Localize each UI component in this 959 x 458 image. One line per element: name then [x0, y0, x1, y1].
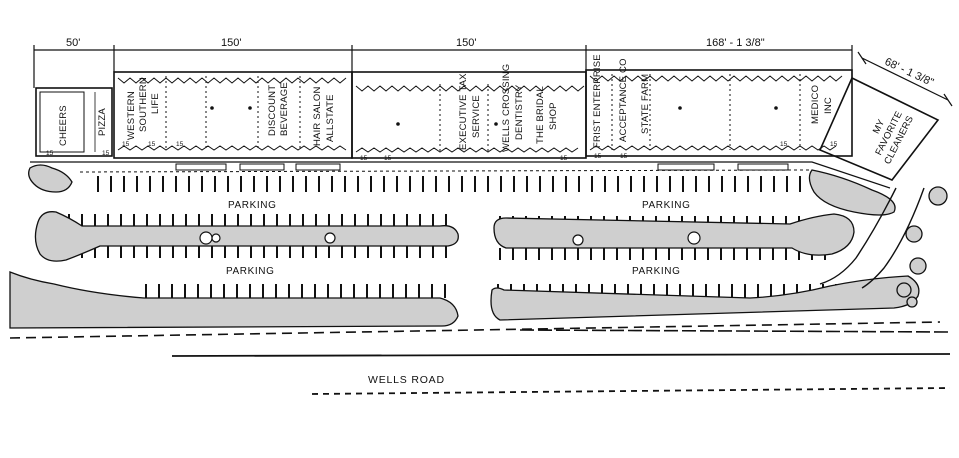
- landscape-west-corner: [28, 164, 73, 193]
- bay-number: 15: [620, 153, 628, 160]
- bay-number: 15: [384, 155, 392, 162]
- bay-number: 15: [560, 155, 568, 162]
- bay-number: 15: [780, 141, 788, 148]
- landscape-front-west: [9, 271, 459, 329]
- tenant-western-southern-life: WESTERN SOUTHERN LIFE: [126, 74, 161, 140]
- tenant-hair-salon-allstate: HAIR SALON ALLSTATE: [312, 84, 336, 146]
- dimension-label: 50': [66, 37, 80, 49]
- tenant-medico-inc: MEDICO INC: [810, 82, 834, 124]
- bay-number: 15: [122, 141, 130, 148]
- bay-number: 15: [148, 141, 156, 148]
- parking-islands: [9, 186, 948, 329]
- tenant-first-enterprise-acceptance: FRIST ENTERPRISE ACCEPTANCE CO: [592, 51, 629, 148]
- bay-number: 15: [830, 141, 838, 148]
- building-block-c: [585, 69, 853, 157]
- tenant-discount-beverage: DISCOUNT BEVERAGE: [267, 82, 290, 136]
- tenant-cheers: CHEERS: [58, 105, 69, 146]
- tenant-the-bridal-shop: THE BRIDAL SHOP: [535, 84, 559, 144]
- parking-label: PARKING: [226, 266, 274, 277]
- bay-number: 15: [102, 150, 110, 157]
- parking-labels: PARKING PARKING PARKING PARKING: [226, 200, 690, 277]
- parking-label: PARKING: [642, 200, 690, 211]
- tenant-pizza: PIZZA: [97, 108, 108, 136]
- sidewalk: [28, 161, 896, 216]
- tenant-state-farm: STATE FARM: [640, 74, 651, 134]
- parking-label: PARKING: [632, 266, 680, 277]
- tenant-executive-tax-service: EXECUTIVE TAX SERVICE: [458, 70, 482, 150]
- landscape-front-east: [490, 275, 920, 321]
- dimension-label: 150': [456, 37, 476, 49]
- bay-number: 15: [360, 155, 368, 162]
- island-west-middle: [34, 211, 459, 262]
- landscape-east-corner: [808, 169, 896, 216]
- bay-numbers: 15 15 15 15 15 15 15 15 15 15 15 15: [46, 141, 838, 162]
- bay-number: 15: [46, 150, 54, 157]
- building-row: [35, 69, 940, 181]
- wells-road: WELLS ROAD: [9, 321, 951, 395]
- dimension-label: 150': [221, 37, 241, 49]
- building-cheers-pizza: [35, 87, 113, 157]
- island-east-middle: [493, 213, 855, 256]
- building-cleaners: [818, 76, 940, 181]
- bay-number: 15: [176, 141, 184, 148]
- road-label: WELLS ROAD: [368, 374, 445, 386]
- dimension-label: 168' - 1 3/8": [706, 37, 765, 49]
- bay-number: 15: [594, 153, 602, 160]
- tenant-labels: CHEERS PIZZA WESTERN SOUTHERN LIFE DISCO…: [58, 51, 917, 167]
- parking-label: PARKING: [228, 200, 276, 211]
- tenant-my-favorite-cleaners: MY FAVORITE CLEANERS: [861, 102, 917, 167]
- tenant-wells-crossing-dentistry: WELLS CROSSING DENTISTRY: [501, 61, 525, 152]
